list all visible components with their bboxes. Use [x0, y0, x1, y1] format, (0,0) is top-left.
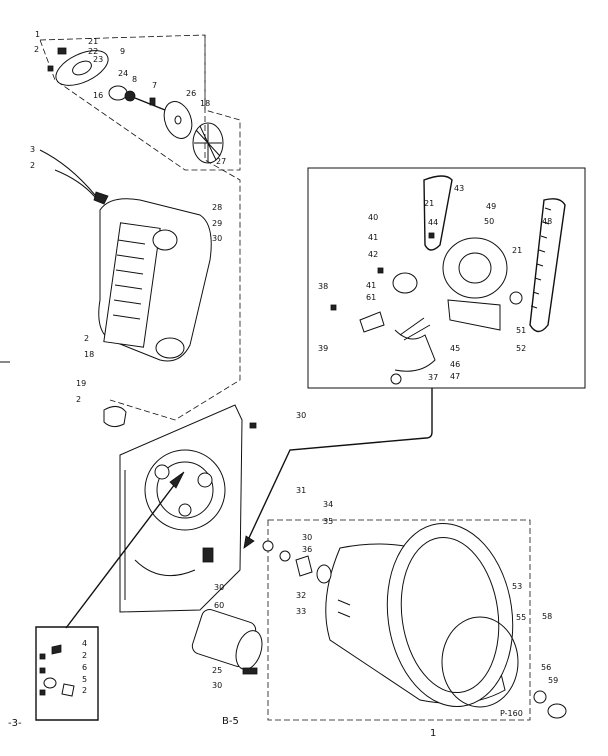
- hardware-inset: [35, 626, 99, 721]
- callout-number: 30: [212, 234, 222, 243]
- callout-number: 7: [152, 81, 157, 90]
- callout-number: 3: [30, 145, 35, 154]
- callout-number: 23: [93, 55, 103, 64]
- drum-code: P-160: [500, 709, 523, 718]
- callout-number: 21: [88, 37, 98, 46]
- callout-number: 30: [214, 583, 224, 592]
- callout-number: 44: [428, 218, 438, 227]
- callout-number: 28: [212, 203, 222, 212]
- callout-number: 40: [368, 213, 378, 222]
- callout-number: 41: [366, 281, 376, 290]
- bottom-mark: 1: [430, 728, 436, 739]
- callout-number: 2: [30, 161, 35, 170]
- callout-number: 39: [318, 344, 328, 353]
- callout-number: 18: [84, 350, 94, 359]
- callout-number: 52: [516, 344, 526, 353]
- callout-number: 9: [120, 47, 125, 56]
- callout-number: 24: [118, 69, 128, 78]
- callout-number: 31: [296, 486, 306, 495]
- callout-number: 2: [82, 686, 87, 695]
- callout-number: 2: [34, 45, 39, 54]
- callout-number: 41: [368, 233, 378, 242]
- callout-number: 51: [516, 326, 526, 335]
- drive-motor: [191, 609, 263, 675]
- callout-number: 19: [76, 379, 86, 388]
- access-cover: [103, 406, 127, 428]
- callout-number: 16: [93, 91, 103, 100]
- callout-number: 27: [216, 157, 226, 166]
- callout-number: 61: [366, 293, 376, 302]
- callout-number: 55: [516, 613, 526, 622]
- callout-number: 56: [541, 663, 551, 672]
- page-number: -3-: [8, 718, 22, 729]
- callout-number: 48: [542, 217, 552, 226]
- callout-number: 58: [542, 612, 552, 621]
- callout-number: 30: [302, 533, 312, 542]
- callout-number: 49: [486, 202, 496, 211]
- callout-number: 43: [454, 184, 464, 193]
- callout-number: 47: [450, 372, 460, 381]
- callout-number: 37: [428, 373, 438, 382]
- blower-housing: [39, 35, 241, 421]
- callout-number: 6: [82, 663, 87, 672]
- callout-number: 21: [512, 246, 522, 255]
- callout-number: 8: [132, 75, 137, 84]
- callout-number: 2: [76, 395, 81, 404]
- callout-number: 25: [212, 666, 222, 675]
- callout-number: 30: [296, 411, 306, 420]
- callout-number: 26: [186, 89, 196, 98]
- callout-number: 36: [302, 545, 312, 554]
- callout-number: 1: [35, 30, 40, 39]
- callout-number: 53: [512, 582, 522, 591]
- callout-number: 38: [318, 282, 328, 291]
- callout-number: 30: [212, 681, 222, 690]
- callout-number: 50: [484, 217, 494, 226]
- callout-number: 60: [214, 601, 224, 610]
- callout-number: 32: [296, 591, 306, 600]
- callout-number: 45: [450, 344, 460, 353]
- callout-number: 34: [323, 500, 333, 509]
- callout-number: 59: [548, 676, 558, 685]
- pulley-assembly: [39, 34, 241, 171]
- callout-number: 21: [424, 199, 434, 208]
- motor-inset: [307, 167, 586, 389]
- drum-inset: [262, 519, 567, 721]
- callout-number: 18: [200, 99, 210, 108]
- callout-number: 33: [296, 607, 306, 616]
- callout-number: 46: [450, 360, 460, 369]
- figure-code: B-5: [222, 716, 239, 727]
- bulkhead-panel: [119, 404, 257, 613]
- callout-number: 29: [212, 219, 222, 228]
- callout-number: 35: [323, 517, 333, 526]
- callout-number: 4: [82, 639, 87, 648]
- callout-number: 22: [88, 47, 98, 56]
- callout-number: 2: [82, 651, 87, 660]
- callout-number: 42: [368, 250, 378, 259]
- callout-number: 2: [84, 334, 89, 343]
- callout-number: 5: [82, 675, 87, 684]
